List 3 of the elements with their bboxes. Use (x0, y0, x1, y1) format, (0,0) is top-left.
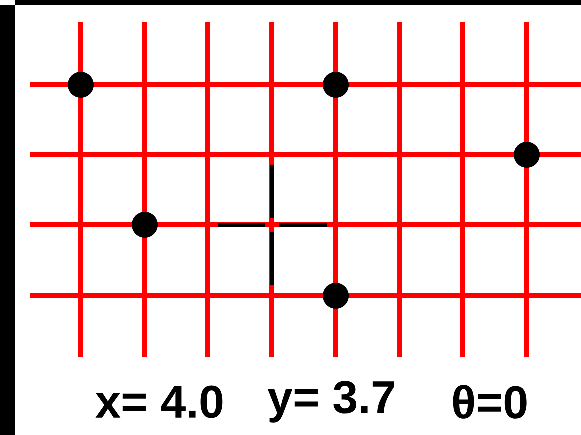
readout-text: y= 3.7 (268, 381, 395, 423)
readout-text: x= 4.0 (96, 386, 223, 418)
readout-text: θ=0 (453, 385, 527, 419)
